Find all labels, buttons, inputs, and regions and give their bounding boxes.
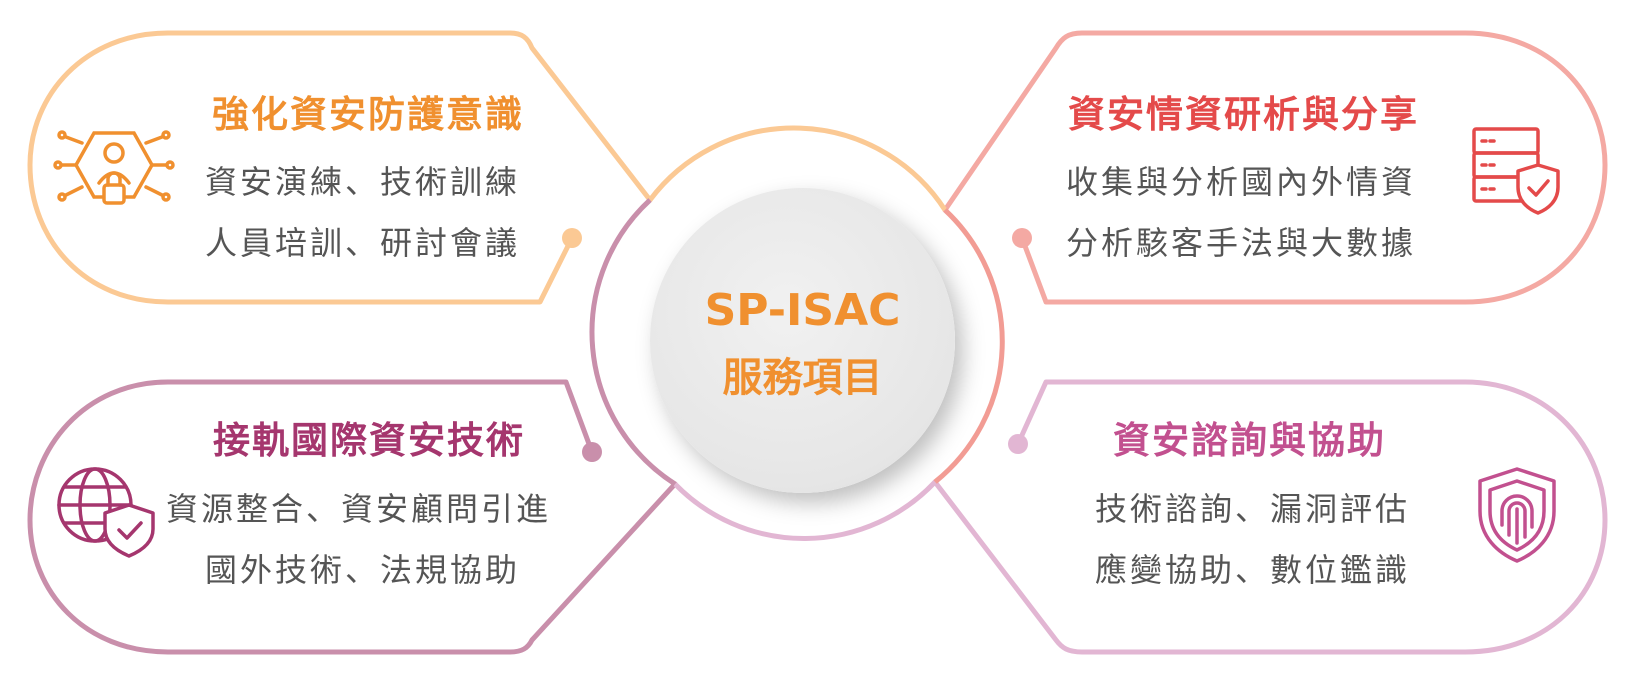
bottom-right-panel-outline (932, 379, 1608, 655)
bottom-left-line-2: 國外技術、法規協助 (205, 551, 521, 589)
bottom-right-line-2: 應變協助、數位鑑識 (1095, 551, 1411, 589)
top-right-connector-dot (1012, 228, 1032, 248)
center-subtitle: 服務項目 (722, 355, 883, 401)
bottom-left-line-1: 資源整合、資安顧問引進 (166, 490, 552, 528)
top-right-line-1: 收集與分析國內外情資 (1066, 163, 1417, 201)
bottom-right-connector-dot (1008, 434, 1028, 454)
bottom-left-panel-outline (27, 379, 678, 655)
bottom-right-title: 資安諮詢與協助 (1113, 419, 1386, 462)
top-left-line-2: 人員培訓、研討會議 (205, 224, 521, 262)
top-right-line-2: 分析駭客手法與大數據 (1066, 224, 1417, 262)
server-shield-icon (1472, 127, 1560, 215)
center-ring-arc-left (589, 198, 677, 487)
center-circle (650, 188, 955, 493)
top-left-line-1: 資安演練、技術訓練 (205, 163, 521, 201)
globe-shield-icon (57, 467, 155, 558)
bottom-left-title: 接軌國際資安技術 (213, 419, 525, 462)
top-left-panel-outline (27, 30, 653, 305)
center-title: SP-ISAC (704, 285, 901, 336)
top-left-title: 強化資安防護意識 (212, 93, 524, 136)
fingerprint-shield-icon (1478, 467, 1556, 563)
top-left-connector-dot (562, 228, 582, 248)
center-ring-arc-right (933, 208, 1005, 484)
circuit-person-lock-icon (53, 130, 175, 205)
top-right-title: 資安情資研析與分享 (1068, 93, 1419, 136)
center-ring-arc-top (648, 125, 948, 212)
top-right-panel-outline (942, 30, 1608, 305)
bottom-left-connector-dot (582, 442, 602, 462)
center-ring-arc-bottom (673, 480, 937, 542)
bottom-right-line-1: 技術諮詢、漏洞評估 (1095, 490, 1411, 528)
